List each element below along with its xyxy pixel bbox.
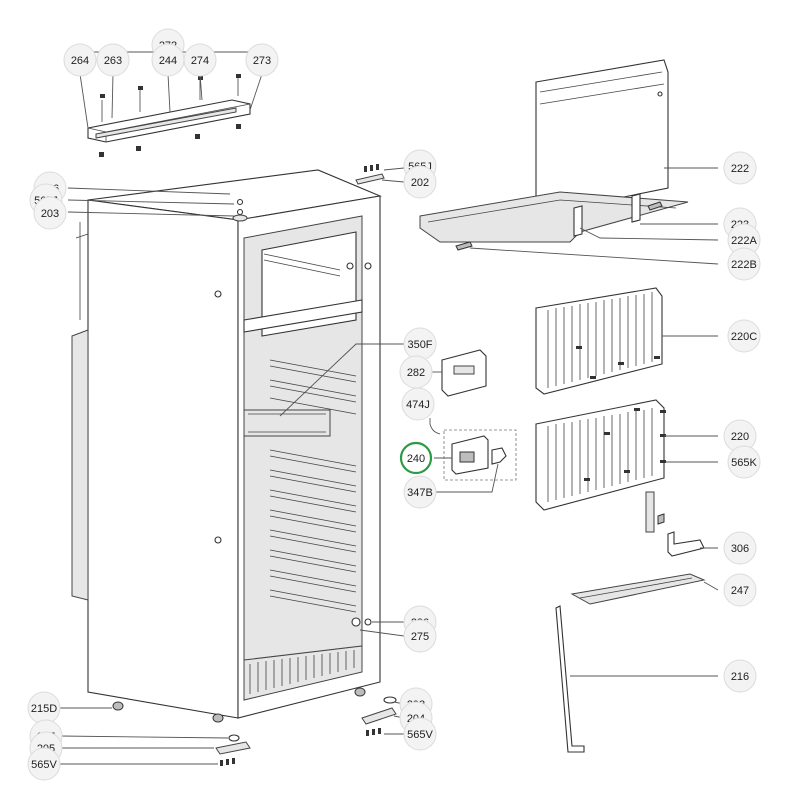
label-222: 222 — [723, 151, 757, 185]
label-565K-circle — [727, 445, 761, 479]
label-347B-text: 347B — [407, 487, 433, 499]
label-274-circle — [183, 43, 217, 77]
label-273-circle — [245, 43, 279, 77]
label-275-text: 275 — [411, 631, 429, 643]
label-220: 220 — [723, 419, 757, 453]
label-240: 240 — [399, 441, 433, 475]
label-565K: 565K — [727, 445, 761, 479]
label-202-text: 202 — [411, 177, 429, 189]
label-216-circle — [723, 659, 757, 693]
label-263-circle — [96, 43, 130, 77]
label-203-circle — [33, 196, 67, 230]
label-273: 273 — [245, 43, 279, 77]
label-275: 275 — [403, 619, 437, 653]
refrigerator-cabinet — [71, 164, 385, 723]
label-222A: 222A — [727, 223, 761, 257]
label-282-text: 282 — [407, 367, 425, 379]
leader-lines — [59, 167, 719, 765]
label-222B-text: 222B — [731, 259, 757, 271]
label-220C: 220C — [727, 319, 761, 353]
label-240-circle — [399, 441, 433, 475]
label-216: 216 — [723, 659, 757, 693]
label-474J: 474J — [401, 387, 435, 421]
label-274: 274 — [183, 43, 217, 77]
label-306-text: 306 — [731, 543, 749, 555]
label-474J-text: 474J — [406, 399, 430, 411]
label-474J-circle — [401, 387, 435, 421]
label-263: 263 — [96, 43, 130, 77]
label-350F: 350F — [403, 327, 437, 361]
label-282: 282 — [399, 355, 433, 389]
label-350F-text: 350F — [407, 339, 432, 351]
label-203-text: 203 — [41, 208, 59, 220]
freezer-door-assembly — [419, 59, 689, 251]
label-215D: 215D — [27, 691, 61, 725]
label-565V-left-circle — [27, 747, 61, 781]
bottom-hinge-parts — [215, 696, 397, 766]
label-347B-circle — [403, 475, 437, 509]
label-264-circle — [63, 43, 97, 77]
door-panel-220 — [535, 399, 666, 511]
label-240-text: 240 — [407, 453, 425, 465]
label-263-text: 263 — [104, 55, 122, 67]
label-565V-right: 565V — [403, 717, 437, 751]
label-244-text: 244 — [159, 55, 177, 67]
label-565K-text: 565K — [731, 457, 757, 469]
label-222B: 222B — [727, 247, 761, 281]
part-labels: 272264263244274273565J202206565J20322222… — [27, 28, 761, 781]
label-203: 203 — [33, 196, 67, 230]
door-panel-220C — [535, 287, 663, 395]
label-247-text: 247 — [731, 585, 749, 597]
label-347B: 347B — [403, 475, 437, 509]
label-274-text: 274 — [191, 55, 209, 67]
label-306-circle — [723, 531, 757, 565]
label-565V-left: 565V — [27, 747, 61, 781]
label-222-text: 222 — [731, 163, 749, 175]
control-parts — [429, 349, 517, 481]
label-220-text: 220 — [731, 431, 749, 443]
label-216-text: 216 — [731, 671, 749, 683]
label-275-circle — [403, 619, 437, 653]
label-222A-text: 222A — [731, 235, 757, 247]
label-202: 202 — [403, 165, 437, 199]
top-hinge-bar-assembly — [68, 51, 263, 157]
label-222-circle — [723, 151, 757, 185]
label-306: 306 — [723, 531, 757, 565]
label-247-circle — [723, 573, 757, 607]
label-202-circle — [403, 165, 437, 199]
label-244: 244 — [151, 43, 185, 77]
label-565V-left-text: 565V — [31, 759, 57, 771]
label-273-text: 273 — [253, 55, 271, 67]
label-565V-right-text: 565V — [407, 729, 433, 741]
label-222B-circle — [727, 247, 761, 281]
door-handle-parts — [645, 491, 705, 557]
label-264-text: 264 — [71, 55, 89, 67]
label-215D-text: 215D — [31, 703, 57, 715]
bracket-and-rod — [555, 573, 706, 753]
label-247: 247 — [723, 573, 757, 607]
label-220C-circle — [727, 319, 761, 353]
label-264: 264 — [63, 43, 97, 77]
label-220C-text: 220C — [731, 331, 757, 343]
label-565V-right-circle — [403, 717, 437, 751]
